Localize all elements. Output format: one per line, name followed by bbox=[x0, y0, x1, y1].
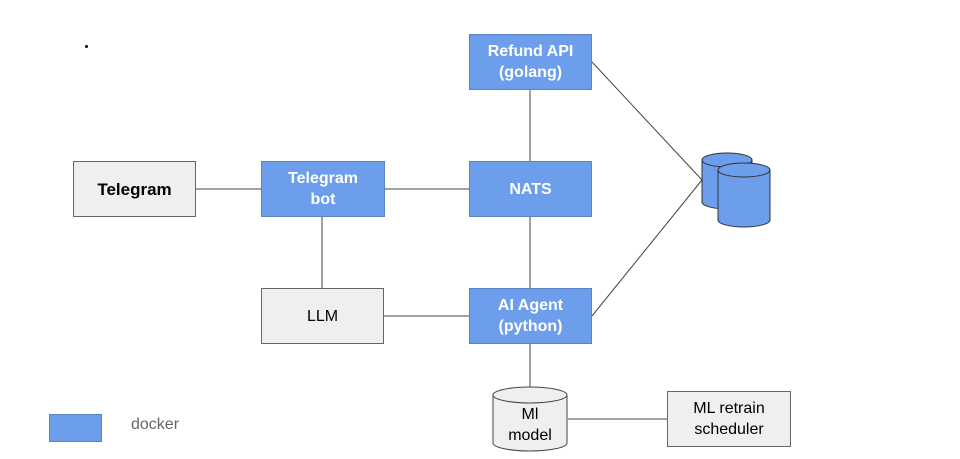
legend-docker-swatch bbox=[49, 414, 102, 442]
refund-api-node[interactable]: Refund API (golang) bbox=[469, 34, 592, 90]
telegram-node[interactable]: Telegram bbox=[73, 161, 196, 217]
ml-model-cylinder-body bbox=[492, 395, 568, 452]
ml-model-cylinder-top bbox=[492, 386, 568, 404]
edge-refund-db bbox=[591, 61, 703, 181]
database-icon bbox=[701, 152, 771, 228]
refund-api-label: Refund API (golang) bbox=[487, 43, 574, 81]
ai-agent-node[interactable]: AI Agent (python) bbox=[469, 288, 592, 344]
database-cylinder-front bbox=[717, 170, 771, 228]
ml-model-label: Ml model bbox=[508, 406, 552, 444]
stray-dot bbox=[85, 45, 88, 48]
llm-label: LLM bbox=[306, 307, 339, 325]
ai-agent-label: AI Agent (python) bbox=[497, 297, 564, 335]
llm-node[interactable]: LLM bbox=[261, 288, 384, 344]
cylinder-icon bbox=[492, 386, 568, 452]
nats-label: NATS bbox=[509, 180, 552, 198]
nats-node[interactable]: NATS bbox=[469, 161, 592, 217]
legend-docker-label: docker bbox=[131, 416, 180, 433]
telegram-label: Telegram bbox=[97, 179, 172, 199]
telegram-bot-label: Telegram bot bbox=[288, 170, 358, 208]
ml-retrain-scheduler-node[interactable]: ML retrain scheduler bbox=[667, 391, 791, 447]
telegram-bot-node[interactable]: Telegram bot bbox=[261, 161, 385, 217]
database-cylinder-front-top bbox=[717, 162, 771, 178]
ml-retrain-scheduler-label: ML retrain scheduler bbox=[693, 400, 765, 438]
edge-agent-db bbox=[591, 179, 703, 317]
